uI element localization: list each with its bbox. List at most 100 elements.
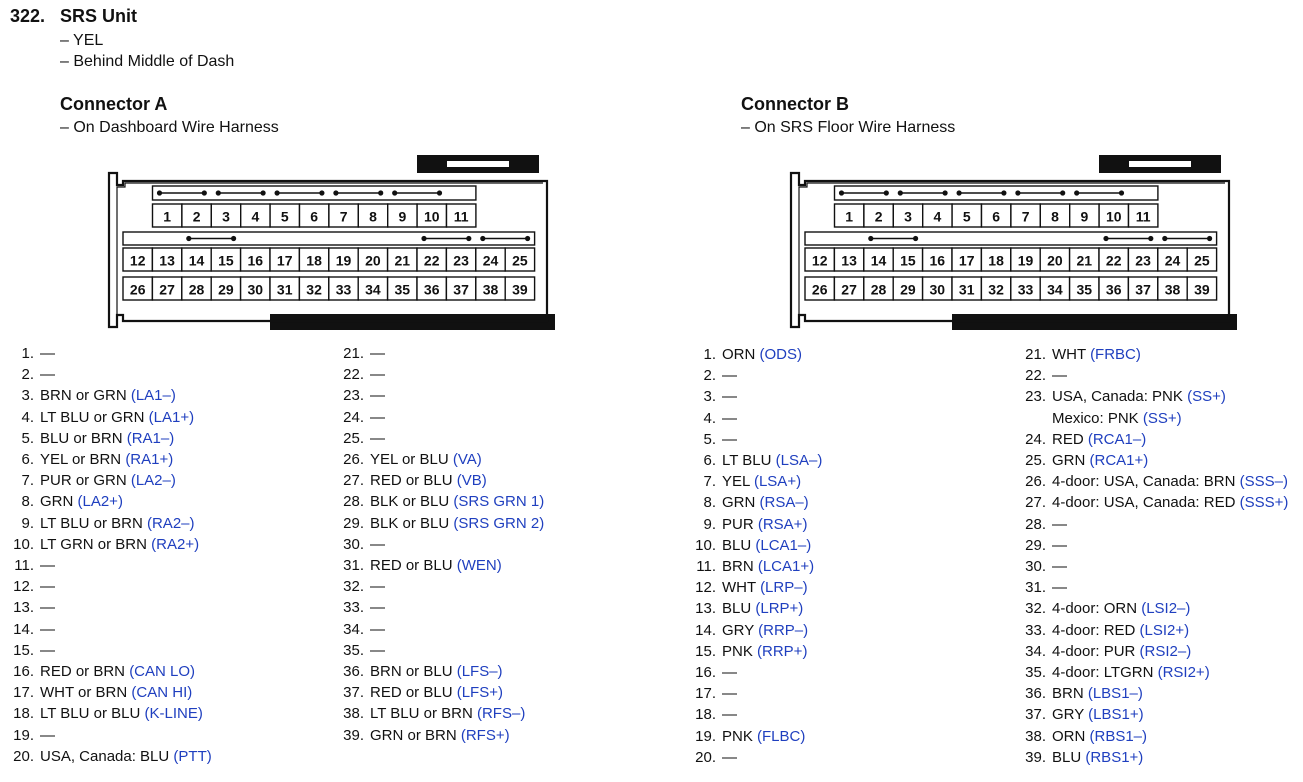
- shorting-dot: [480, 235, 486, 242]
- pin-label: 26: [130, 282, 146, 298]
- pin-label: 7: [340, 209, 348, 225]
- shorting-dot: [1015, 190, 1021, 196]
- pin-number: 16.: [13, 663, 34, 680]
- pin-label: 9: [1081, 209, 1089, 225]
- pin-label: 34: [1047, 282, 1063, 298]
- connector-pin-37: 37: [445, 276, 477, 301]
- connector-pin-29: 29: [892, 276, 924, 301]
- pin-list-item: 35.—: [334, 642, 385, 659]
- pin-number: 31.: [1025, 579, 1046, 597]
- pin-list-item: 24.RED (RCA1–): [1016, 431, 1146, 448]
- connector-pin-23: 23: [445, 247, 477, 272]
- pin-list-item: 4.LT BLU or GRN (LA1+): [4, 409, 194, 426]
- pin-number: 1.: [703, 346, 716, 363]
- connector-pin-30: 30: [239, 276, 271, 301]
- shorting-dot: [156, 190, 163, 196]
- pin-list-item: 34.—: [334, 621, 385, 638]
- pin-number: 22.: [1025, 367, 1046, 385]
- signal-name: (RA2+): [151, 535, 200, 553]
- wire-color: —: [370, 387, 385, 405]
- signal-name: (SRS GRN 2): [453, 514, 545, 532]
- pin-number: 29.: [343, 514, 364, 532]
- wire-color: USA, Canada: PNK: [1052, 388, 1188, 406]
- connector-pin-39: 39: [504, 276, 536, 301]
- pin-number: 27.: [343, 472, 364, 490]
- shorting-dot: [1074, 190, 1080, 196]
- connector-pin-9: 9: [1069, 203, 1100, 228]
- signal-name: (LBS1–): [1087, 685, 1143, 703]
- pin-number: 23.: [343, 387, 364, 405]
- pin-list-item: 28.BLK or BLU (SRS GRN 1): [334, 493, 544, 510]
- wire-color: —: [370, 578, 385, 596]
- wire-color: —: [1052, 367, 1067, 385]
- pin-label: 9: [399, 209, 407, 225]
- connector-pin-18: 18: [980, 247, 1012, 272]
- signal-name: (SS+): [1142, 409, 1182, 427]
- connector-pin-14: 14: [181, 247, 212, 272]
- wire-color: —: [1052, 515, 1067, 533]
- wire-color: BLU: [722, 536, 756, 554]
- pin-list-item: 25.GRN (RCA1+): [1016, 452, 1148, 469]
- signal-name: (RCA1–): [1087, 430, 1147, 448]
- pin-list-item: 10.LT GRN or BRN (RA2+): [4, 536, 199, 553]
- pin-list-item: 8.GRN (LA2+): [4, 493, 122, 510]
- shorting-dot: [897, 190, 903, 196]
- connector-pin-7: 7: [1010, 203, 1041, 228]
- connector-pin-2: 2: [181, 203, 213, 228]
- pin-label: 15: [900, 253, 916, 269]
- connector-pin-35: 35: [386, 276, 418, 301]
- wire-color: USA, Canada: BLU: [40, 747, 174, 765]
- connector-pin-17: 17: [269, 247, 301, 272]
- connector-pin-8: 8: [357, 203, 389, 228]
- signal-name: (VB): [456, 472, 487, 490]
- shorting-dot: [215, 190, 221, 196]
- pin-list-item: 3.BRN or GRN (LA1–): [4, 387, 175, 405]
- pin-list-item: 36.BRN (LBS1–): [1016, 685, 1143, 702]
- pin-list-item: 39.BLU (RBS1+): [1016, 749, 1143, 766]
- signal-name: (RBS1+): [1085, 748, 1144, 766]
- wire-color: PUR: [722, 515, 758, 533]
- pin-number: 6.: [21, 451, 34, 468]
- signal-name: (RSI2+): [1157, 664, 1210, 681]
- pin-number: 2.: [703, 367, 716, 385]
- connector-pin-12: 12: [122, 247, 154, 272]
- shorting-dot: [883, 190, 889, 196]
- wire-color: —: [370, 429, 385, 447]
- wire-color: LT BLU or GRN: [40, 408, 149, 426]
- wire-color: —: [40, 641, 55, 659]
- shorting-dot: [942, 190, 948, 196]
- housing-inner: [798, 182, 1225, 315]
- pin-label: 6: [992, 209, 1000, 225]
- wire-color: GRY: [1052, 706, 1089, 724]
- pin-list-item: 22. —: [1016, 367, 1067, 384]
- pin-list-item: 27.4-door: USA, Canada: RED (SSS+): [1016, 494, 1288, 511]
- pin-list-item: 30.—: [1016, 558, 1067, 575]
- connector-pin-5: 5: [951, 203, 983, 228]
- wire-color: BRN or GRN: [40, 387, 131, 405]
- pin-number: 23.: [1025, 388, 1046, 406]
- pin-label: 28: [871, 282, 887, 298]
- pin-label: 15: [218, 253, 234, 269]
- pin-label: 35: [395, 282, 411, 298]
- pin-list-item: 23.USA, Canada: PNK (SS+): [1016, 388, 1226, 405]
- pin-list-item: 11.BRN (LCA1+): [686, 558, 814, 575]
- wire-color: WHT: [1052, 346, 1091, 363]
- pin-number: 8.: [703, 494, 716, 512]
- wire-color: —: [40, 599, 55, 617]
- wire-color: —: [722, 367, 737, 385]
- pin-label: 20: [1047, 253, 1063, 269]
- pin-list-item: 32.—: [334, 578, 385, 595]
- pin-number: 35.: [1025, 664, 1046, 681]
- shorting-dot: [260, 190, 266, 196]
- shorting-dot: [1001, 190, 1007, 196]
- pin-number: 4.: [21, 408, 34, 426]
- signal-name: (LFS–): [456, 663, 503, 680]
- connector-pin-20: 20: [357, 247, 389, 272]
- pin-list-item: 4.—: [686, 410, 737, 427]
- pin-label: 19: [336, 253, 352, 269]
- wire-color: ORN: [1052, 727, 1090, 745]
- connector-pin-22: 22: [416, 247, 448, 272]
- connector-pin-19: 19: [1010, 247, 1041, 272]
- signal-name: (K-LINE): [144, 705, 203, 723]
- pin-number: 6.: [703, 452, 716, 469]
